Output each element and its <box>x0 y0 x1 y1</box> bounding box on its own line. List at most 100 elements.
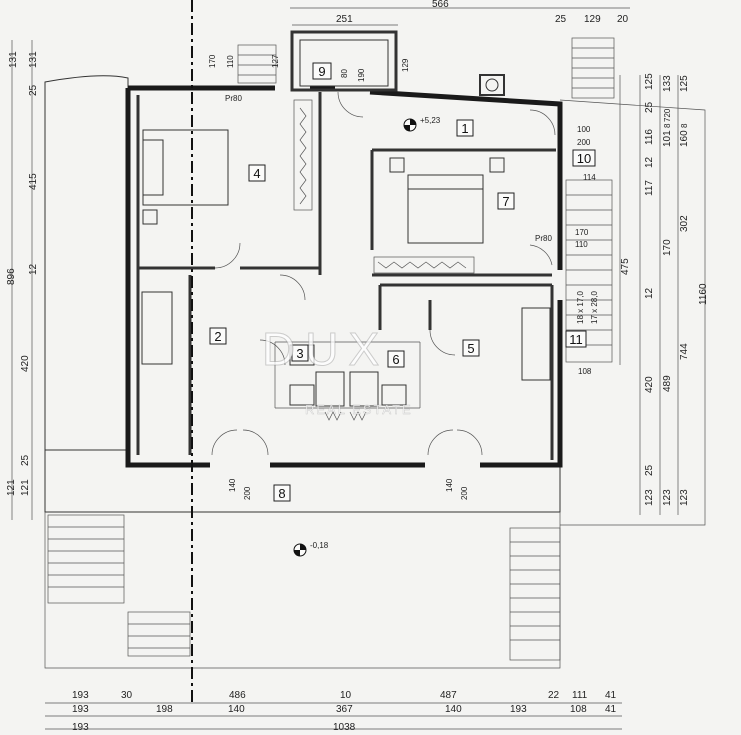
dim-o-114: 114 <box>583 173 596 182</box>
left-dim-415: 415 <box>28 173 39 190</box>
r3-123: 123 <box>679 489 690 506</box>
r2-302: 302 <box>679 215 690 232</box>
right-dims-col1: 125 25 116 12 117 12 420 25 123 <box>644 73 655 506</box>
interior-walls <box>136 92 556 460</box>
dim-20: 20 <box>617 14 629 25</box>
exterior-walls <box>125 85 563 468</box>
r1-12b: 12 <box>644 287 655 299</box>
b2-367: 367 <box>336 704 353 715</box>
dim-o-110b: 110 <box>226 55 235 68</box>
right-dims-col2: 133 101 160 302 170 475 489 123 <box>620 75 690 506</box>
room-10-label: 10 <box>577 151 591 166</box>
left-dim-131a: 131 <box>8 51 19 68</box>
r3-1160: 1160 <box>698 283 709 305</box>
bottom-dims-row2: 193 198 140 367 140 193 108 41 <box>72 704 617 715</box>
r3-744: 744 <box>679 343 690 360</box>
r2-133: 133 <box>662 75 673 92</box>
room-9-label: 9 <box>318 64 325 79</box>
left-dim-12: 12 <box>28 263 39 275</box>
b2-140b: 140 <box>445 704 462 715</box>
left-dim-25b: 25 <box>20 454 31 466</box>
level-marker-lower <box>293 543 307 557</box>
r2-123: 123 <box>662 489 673 506</box>
room-5-label: 5 <box>467 341 474 356</box>
r1-25b: 25 <box>644 464 655 476</box>
b2-198: 198 <box>156 704 173 715</box>
left-dim-121a: 121 <box>6 479 17 496</box>
r1-123: 123 <box>644 489 655 506</box>
left-dim-25: 25 <box>28 84 39 96</box>
left-dim-420: 420 <box>20 355 31 372</box>
level-lower-label: -0,18 <box>310 541 329 550</box>
dim-o-170: 170 <box>575 228 589 237</box>
r3-720: 720 <box>663 108 672 122</box>
r1-117: 117 <box>644 180 655 196</box>
r2-170: 170 <box>662 239 673 256</box>
room-2-label: 2 <box>214 329 221 344</box>
r1-420: 420 <box>644 376 655 393</box>
room-9-walls <box>290 30 398 92</box>
r1-12: 12 <box>644 156 655 168</box>
b2-41: 41 <box>605 704 617 715</box>
dim-251: 251 <box>336 14 353 25</box>
watermark-brand: DUX <box>262 323 389 375</box>
dim-o-200b: 200 <box>243 486 252 500</box>
dimension-lines <box>11 7 679 730</box>
r3-125: 125 <box>679 75 690 92</box>
right-dims-col3: 125 720 744 1160 123 8 8 <box>663 75 709 506</box>
r2-489: 489 <box>662 375 673 392</box>
r2-160: 160 <box>679 130 690 147</box>
dim-stair-b: 17 x 28,0 <box>590 291 599 324</box>
chimney-flue <box>485 78 499 92</box>
dim-stair-a: 18 x 17,0 <box>576 291 585 324</box>
dim-25: 25 <box>555 14 567 25</box>
b3-1038: 1038 <box>333 722 356 733</box>
chimney <box>479 74 505 96</box>
dim-o-140a: 140 <box>228 478 237 492</box>
room-9-inner <box>299 39 389 87</box>
dim-o-190: 190 <box>357 68 366 82</box>
b1-10: 10 <box>340 690 352 701</box>
room-4-label: 4 <box>253 166 260 181</box>
dim-o-200c: 200 <box>460 486 469 500</box>
dim-o-129: 129 <box>401 58 410 72</box>
b2-108: 108 <box>570 704 587 715</box>
top-right-stair <box>571 37 615 99</box>
dim-o-80: 80 <box>340 69 349 78</box>
top-left-stair <box>237 44 277 84</box>
window-marks <box>299 107 467 421</box>
dim-566: 566 <box>432 0 449 10</box>
b1-41: 41 <box>605 690 617 701</box>
room-7-label: 7 <box>502 194 509 209</box>
room-11-label: 11 <box>569 332 583 347</box>
room-3-label: 3 <box>296 346 303 361</box>
doors <box>211 91 556 456</box>
left-dims: 131 131 25 415 12 896 420 25 121 121 <box>6 51 39 496</box>
level-marker-upper <box>403 118 417 132</box>
note-pr80-a: Pr80 <box>225 94 242 103</box>
dim-o-100: 100 <box>577 125 591 134</box>
top-dims: 251 566 25 129 20 <box>336 0 629 25</box>
r-small-8a: 8 <box>663 123 672 128</box>
r1-116: 116 <box>644 129 655 145</box>
left-dim-121b: 121 <box>20 479 31 496</box>
bottom-dims-row3: 193 1038 <box>72 722 356 733</box>
watermark-sub: REAL ESTATE <box>305 402 413 417</box>
dim-o-140b: 140 <box>445 478 454 492</box>
b1-487: 487 <box>440 690 457 701</box>
room-8-label: 8 <box>278 486 285 501</box>
dim-o-108: 108 <box>578 367 592 376</box>
dim-o-170b: 170 <box>208 54 217 68</box>
r1-25: 25 <box>644 101 655 113</box>
r2-475: 475 <box>620 258 631 275</box>
note-pr80-b: Pr80 <box>535 234 552 243</box>
r2-101: 101 <box>662 130 673 147</box>
room-1-label: 1 <box>461 121 468 136</box>
b1-22: 22 <box>548 690 560 701</box>
dim-o-110: 110 <box>575 240 588 249</box>
b2-140: 140 <box>228 704 245 715</box>
r1-125: 125 <box>644 73 655 90</box>
room-labels: 1 2 3 4 5 6 7 8 9 10 11 <box>209 62 596 502</box>
left-dim-131b: 131 <box>28 51 39 68</box>
level-upper-label: +5,23 <box>420 116 441 125</box>
